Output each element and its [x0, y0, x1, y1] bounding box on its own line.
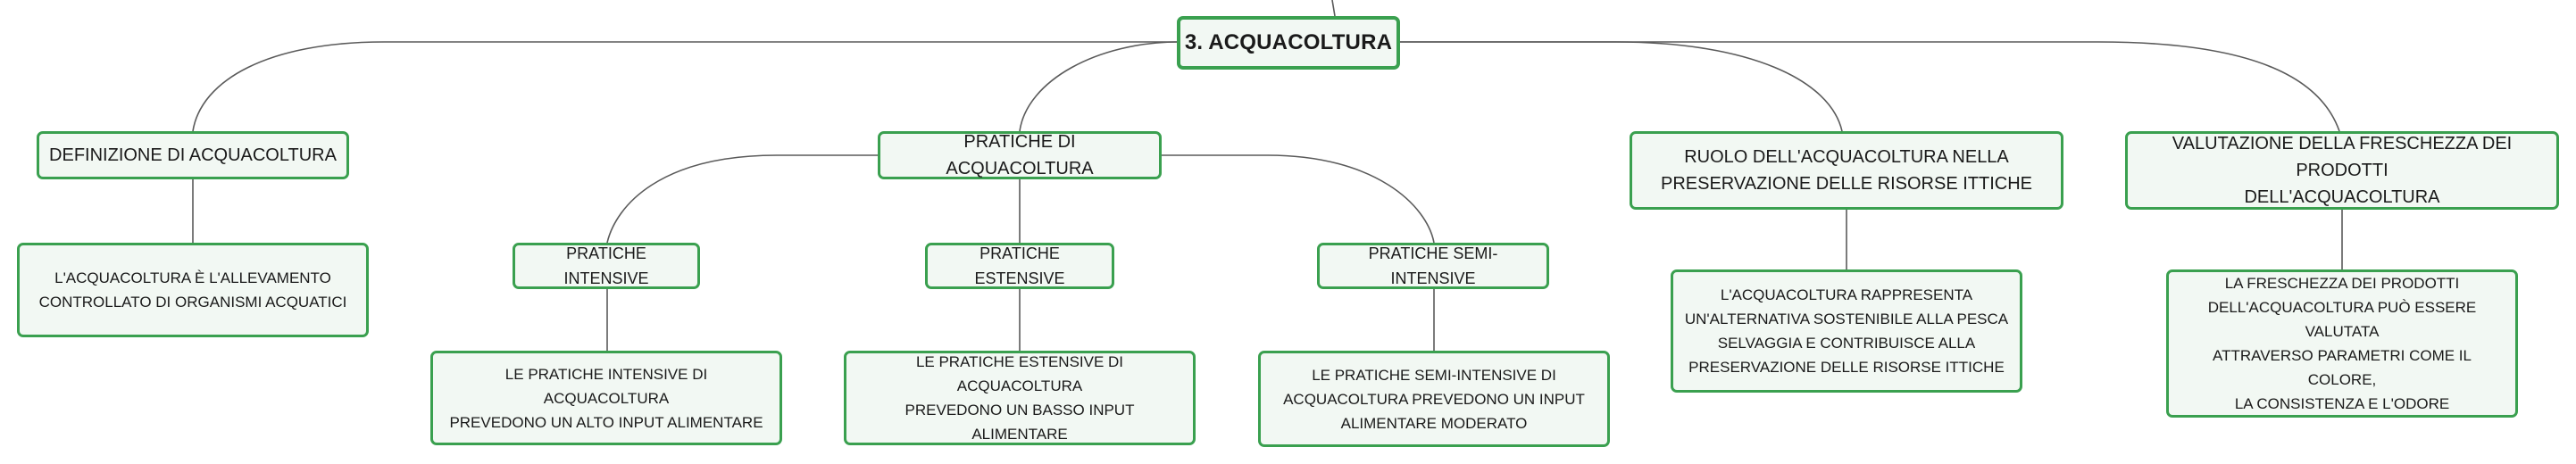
node-pratiche-intensive[interactable]: PRATICHE INTENSIVE [513, 243, 700, 289]
node-valutazione-detail[interactable]: LA FRESCHEZZA DEI PRODOTTI DELL'ACQUACOL… [2166, 269, 2518, 418]
node-ruolo-detail[interactable]: L'ACQUACOLTURA RAPPRESENTA UN'ALTERNATIV… [1671, 269, 2022, 393]
connector-root-pratiche [1019, 41, 1180, 132]
node-pratiche-semi-intensive[interactable]: PRATICHE SEMI-INTENSIVE [1317, 243, 1549, 289]
connector-root-valutazione [1398, 41, 2340, 132]
connector-pratiche-semi [1160, 154, 1435, 244]
node-pratiche[interactable]: PRATICHE DI ACQUACOLTURA [878, 131, 1162, 179]
node-definizione[interactable]: DEFINIZIONE DI ACQUACOLTURA [37, 131, 349, 179]
connector-parent-root [1331, 0, 1336, 17]
node-definizione-detail[interactable]: L'ACQUACOLTURA È L'ALLEVAMENTO CONTROLLA… [17, 243, 369, 337]
connector-pratiche-intensive [606, 154, 880, 244]
node-semi-intensive-detail[interactable]: LE PRATICHE SEMI-INTENSIVE DI ACQUACOLTU… [1258, 351, 1610, 447]
root-node[interactable]: 3. ACQUACOLTURA [1177, 16, 1400, 70]
node-estensive-detail[interactable]: LE PRATICHE ESTENSIVE DI ACQUACOLTURA PR… [844, 351, 1196, 445]
node-pratiche-estensive[interactable]: PRATICHE ESTENSIVE [925, 243, 1114, 289]
node-valutazione[interactable]: VALUTAZIONE DELLA FRESCHEZZA DEI PRODOTT… [2125, 131, 2559, 210]
node-intensive-detail[interactable]: LE PRATICHE INTENSIVE DI ACQUACOLTURA PR… [430, 351, 782, 445]
connector-root-definizione [192, 41, 1179, 132]
node-ruolo[interactable]: RUOLO DELL'ACQUACOLTURA NELLA PRESERVAZI… [1630, 131, 2063, 210]
connector-root-ruolo [1398, 41, 1843, 132]
